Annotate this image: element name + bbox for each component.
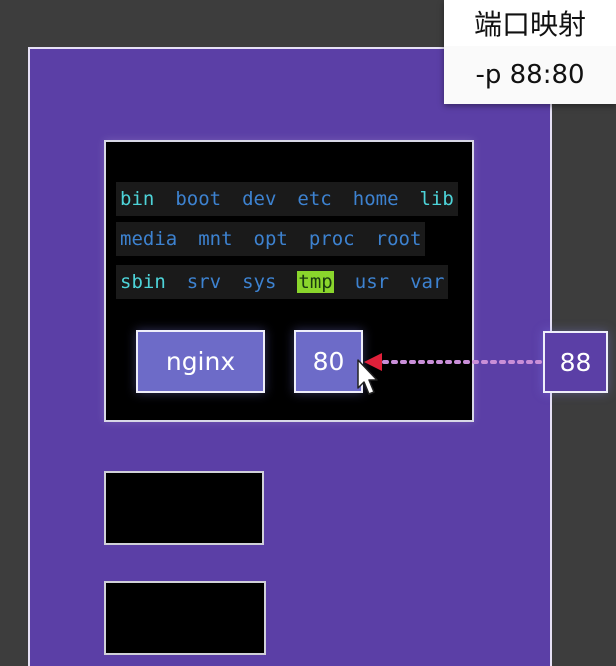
- container-box-3: [104, 581, 266, 655]
- nginx-app-box: nginx: [136, 330, 265, 393]
- fs-dir: etc: [297, 188, 332, 210]
- fs-dir: dev: [242, 188, 277, 210]
- fs-dir: sys: [242, 271, 277, 293]
- fs-dir: boot: [175, 188, 222, 210]
- fs-dir: lib: [419, 188, 454, 210]
- fs-dir: media: [120, 228, 178, 250]
- fs-dir: var: [410, 271, 445, 293]
- fs-dir-highlighted: tmp: [297, 271, 334, 293]
- container-port-box: 80: [294, 330, 363, 393]
- fs-row-2: media mnt opt proc root: [116, 222, 426, 256]
- nginx-container: bin boot dev etc home lib media mnt opt …: [104, 140, 474, 422]
- host-port-box: 88: [543, 331, 608, 393]
- fs-dir: root: [375, 228, 422, 250]
- fs-row-1: bin boot dev etc home lib: [116, 182, 458, 216]
- fs-dir: srv: [186, 271, 222, 293]
- fs-dir: proc: [308, 228, 355, 250]
- fs-dir: mnt: [198, 228, 233, 250]
- caption-command: -p 88:80: [444, 46, 616, 104]
- caption-panel: 端口映射 -p 88:80: [444, 0, 616, 104]
- fs-dir: usr: [354, 271, 390, 293]
- fs-dir: bin: [120, 188, 155, 210]
- fs-dir: home: [352, 188, 399, 210]
- fs-row-3: sbin srv sys tmp usr var: [116, 265, 449, 299]
- fs-dir: sbin: [120, 271, 166, 293]
- container-box-2: [104, 471, 264, 545]
- fs-dir: opt: [253, 228, 288, 250]
- caption-title: 端口映射: [473, 8, 586, 41]
